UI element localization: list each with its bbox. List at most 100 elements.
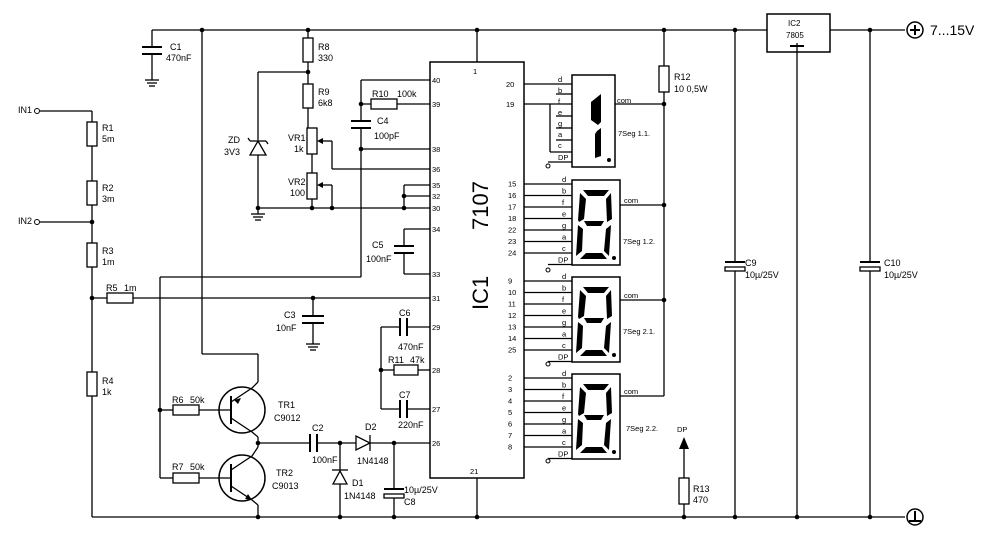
ic1-pin-label: 24 xyxy=(508,249,516,258)
svg-text:com: com xyxy=(624,291,638,300)
svg-text:C9012: C9012 xyxy=(274,413,301,423)
segment-letter: d xyxy=(562,369,566,378)
ic1-pin-label: 8 xyxy=(508,443,512,452)
ic1-pin-label: 25 xyxy=(508,346,516,355)
svg-text:33: 33 xyxy=(432,270,440,279)
segment-letter: c xyxy=(562,438,566,447)
capacitor-c2: C2 100nF xyxy=(309,423,356,465)
svg-text:C6: C6 xyxy=(399,308,411,318)
resistor-r6: R6 50k xyxy=(160,395,231,416)
svg-text:1k: 1k xyxy=(294,144,304,154)
ic1-pin-label: 13 xyxy=(508,323,516,332)
svg-text:7Seg 1.2.: 7Seg 1.2. xyxy=(623,237,655,246)
ground-terminal xyxy=(906,508,924,526)
svg-text:29: 29 xyxy=(432,323,440,332)
segment-letter: g xyxy=(562,318,566,327)
ic1-pin-label: 12 xyxy=(508,311,516,320)
svg-text:36: 36 xyxy=(432,165,440,174)
svg-text:100pF: 100pF xyxy=(374,131,400,141)
segment-letter: b xyxy=(562,284,566,293)
svg-text:50k: 50k xyxy=(190,462,205,472)
ic1-part: 7107 xyxy=(468,181,493,230)
segment-letter: g xyxy=(562,415,566,424)
svg-text:C2: C2 xyxy=(312,423,324,433)
dp-output: DP xyxy=(677,425,689,478)
ic1-pin-label: 9 xyxy=(508,277,512,286)
ic1-pin-label: 17 xyxy=(508,203,516,212)
transistor-tr1: TR1 C9012 xyxy=(218,381,301,438)
diode-d2: D2 1N4148 xyxy=(355,422,430,466)
ic1-pin-label: 4 xyxy=(508,397,512,406)
segment-letter: c xyxy=(562,341,566,350)
resistor-r9: R9 6k8 xyxy=(302,83,333,109)
svg-text:d: d xyxy=(558,75,562,84)
svg-text:VR1: VR1 xyxy=(288,133,306,143)
segment-letter: d xyxy=(562,175,566,184)
svg-text:IC2: IC2 xyxy=(788,19,801,28)
svg-text:35: 35 xyxy=(432,181,440,190)
svg-text:38: 38 xyxy=(432,145,440,154)
ic1-pin-label: 14 xyxy=(508,334,516,343)
svg-text:470nF: 470nF xyxy=(398,342,424,352)
svg-text:C1: C1 xyxy=(170,42,182,52)
zener-zd: ZD 3V3 xyxy=(224,72,269,208)
dp-label: DP xyxy=(558,256,568,265)
segment-letter: b xyxy=(562,187,566,196)
svg-text:R5: R5 xyxy=(106,283,118,293)
svg-text:R2: R2 xyxy=(102,183,114,193)
svg-text:26: 26 xyxy=(432,439,440,448)
svg-text:3m: 3m xyxy=(102,194,115,204)
ic1-pin-label: 22 xyxy=(508,226,516,235)
segment-letter: f xyxy=(562,198,565,207)
dp-label: DP xyxy=(558,450,568,459)
svg-text:28: 28 xyxy=(432,366,440,375)
segment-letter: d xyxy=(562,272,566,281)
bottom-rail xyxy=(92,514,905,520)
display-7seg-2-2: com 7Seg 2.2. xyxy=(545,373,664,464)
svg-text:R13: R13 xyxy=(693,484,710,494)
ic2-regulator: IC2 7805 xyxy=(766,13,831,517)
capacitor-c6: C6 470nF xyxy=(381,308,430,352)
svg-text:40: 40 xyxy=(432,76,440,85)
svg-text:470nF: 470nF xyxy=(166,53,192,63)
svg-text:10 0,5W: 10 0,5W xyxy=(674,84,708,94)
ic1-pin-label: 15 xyxy=(508,180,516,189)
svg-text:1N4148: 1N4148 xyxy=(357,456,389,466)
svg-text:100k: 100k xyxy=(397,89,417,99)
ic1-pin-label: 16 xyxy=(508,191,516,200)
capacitor-c3: C3 10nF xyxy=(276,298,324,351)
potentiometer-vr2: VR2 100 xyxy=(288,172,332,200)
svg-text:7Seg 1.1.: 7Seg 1.1. xyxy=(618,129,650,138)
svg-text:C10: C10 xyxy=(884,258,901,268)
svg-text:39: 39 xyxy=(432,100,440,109)
resistor-r11: R11 47k xyxy=(381,355,430,376)
resistor-r5: R5 1m xyxy=(106,283,137,304)
svg-text:7805: 7805 xyxy=(786,31,804,40)
svg-text:R7: R7 xyxy=(172,462,184,472)
svg-text:R11: R11 xyxy=(388,355,404,365)
svg-text:TR1: TR1 xyxy=(278,400,295,410)
svg-text:C3: C3 xyxy=(284,310,296,320)
svg-text:1N4148: 1N4148 xyxy=(344,491,376,501)
svg-text:10µ/25V: 10µ/25V xyxy=(404,485,438,495)
diode-d1: D1 1N4148 xyxy=(331,443,376,517)
ic1-name: IC1 xyxy=(468,276,493,310)
display-7seg-2-1: com 7Seg 2.1. xyxy=(545,276,664,367)
svg-text:R9: R9 xyxy=(318,87,330,97)
segment-letter: e xyxy=(562,210,566,219)
svg-text:C7: C7 xyxy=(399,390,411,400)
ic1-pin-label: 23 xyxy=(508,237,516,246)
svg-text:220nF: 220nF xyxy=(398,420,424,430)
positive-terminal: 7...15V xyxy=(906,21,975,39)
svg-text:DP: DP xyxy=(558,153,568,162)
svg-text:D2: D2 xyxy=(365,422,377,432)
display-7seg-1-2: com 7Seg 1.2. xyxy=(545,179,664,273)
capacitor-c8: 10µ/25V C8 xyxy=(383,443,438,517)
svg-text:100nF: 100nF xyxy=(312,455,338,465)
svg-text:1m: 1m xyxy=(102,257,115,267)
in2-label: IN2 xyxy=(18,216,32,226)
resistor-r8: R8 330 xyxy=(302,37,333,63)
svg-text:R8: R8 xyxy=(318,42,330,52)
svg-text:ZD: ZD xyxy=(228,135,240,145)
